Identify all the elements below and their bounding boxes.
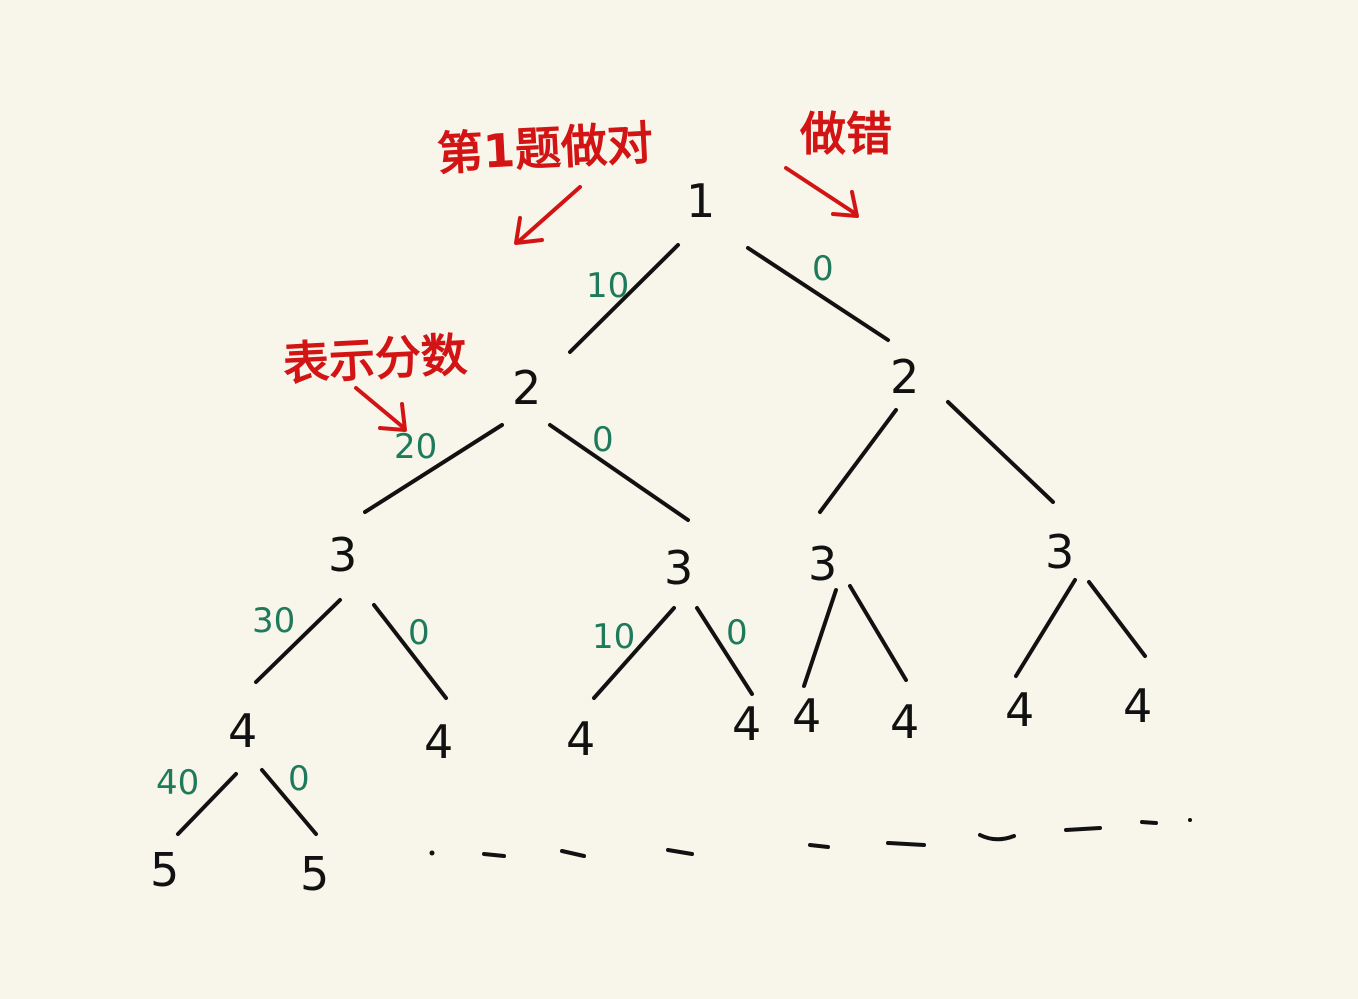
weight-level4-a-right: 0 (288, 759, 310, 799)
node-level4-g: 4 (1005, 683, 1034, 737)
dash (1064, 826, 1102, 832)
weight-level2-left-right: 0 (592, 420, 614, 460)
weight-root-left: 10 (586, 266, 629, 306)
weight-level3-b-right: 0 (726, 613, 748, 653)
edge-2r-left (818, 408, 898, 514)
edge-3b-left (592, 606, 676, 700)
node-level2-left: 2 (512, 361, 541, 415)
node-level3-d: 3 (1045, 525, 1074, 579)
node-level3-c: 3 (808, 537, 837, 591)
edge-3a-right (372, 603, 448, 700)
annotation-represents-score: 表示分数 (282, 327, 469, 391)
edge-3d-right (1087, 580, 1147, 658)
dash-dot (1188, 818, 1192, 822)
edge-3a-left (254, 598, 342, 684)
dash (978, 833, 1016, 842)
dash-dot (429, 850, 435, 856)
weight-level3-a-right: 0 (408, 613, 430, 653)
dash (666, 848, 694, 856)
edge-3d-left (1014, 578, 1077, 678)
dash (886, 841, 926, 847)
dash (560, 849, 586, 858)
arrow-to-score (354, 386, 407, 432)
edge-2r-right (946, 400, 1055, 504)
node-level4-d: 4 (732, 697, 761, 751)
edge-3c-left (802, 588, 838, 688)
node-level4-h: 4 (1123, 679, 1152, 733)
weight-root-right: 0 (812, 249, 834, 289)
edge-2l-left (363, 423, 504, 514)
dash (482, 852, 506, 858)
node-level4-f: 4 (890, 695, 919, 749)
edge-4a-left (176, 772, 238, 836)
edge-root-left (568, 243, 680, 354)
node-level4-e: 4 (792, 689, 821, 743)
edge-2l-right (548, 423, 690, 522)
node-level5-b: 5 (300, 847, 329, 901)
node-root: 1 (686, 174, 715, 228)
edge-4a-right (260, 768, 318, 836)
node-level4-c: 4 (566, 712, 595, 766)
annotation-wrong: 做错 (799, 107, 892, 161)
weight-level2-left-left: 20 (394, 427, 437, 467)
continuation-dashes (429, 818, 1192, 858)
edge-root-right (746, 246, 890, 342)
node-level4-a: 4 (228, 704, 257, 758)
edge-3c-right (848, 584, 908, 682)
dash (1140, 820, 1158, 825)
arrow-to-right-branch (784, 166, 859, 218)
dash (808, 843, 830, 849)
node-level3-b: 3 (664, 541, 693, 595)
weight-level4-a-left: 40 (156, 763, 199, 803)
weight-level3-b-left: 10 (592, 617, 635, 657)
node-level3-a: 3 (328, 528, 357, 582)
node-level5-a: 5 (150, 843, 179, 897)
weight-level3-a-left: 30 (252, 601, 295, 641)
node-level2-right: 2 (890, 350, 919, 404)
edge-3b-right (695, 606, 754, 696)
node-level4-b: 4 (424, 715, 453, 769)
annotation-first-correct: 第1题做对 (436, 116, 655, 181)
arrow-to-left-branch (514, 185, 582, 245)
